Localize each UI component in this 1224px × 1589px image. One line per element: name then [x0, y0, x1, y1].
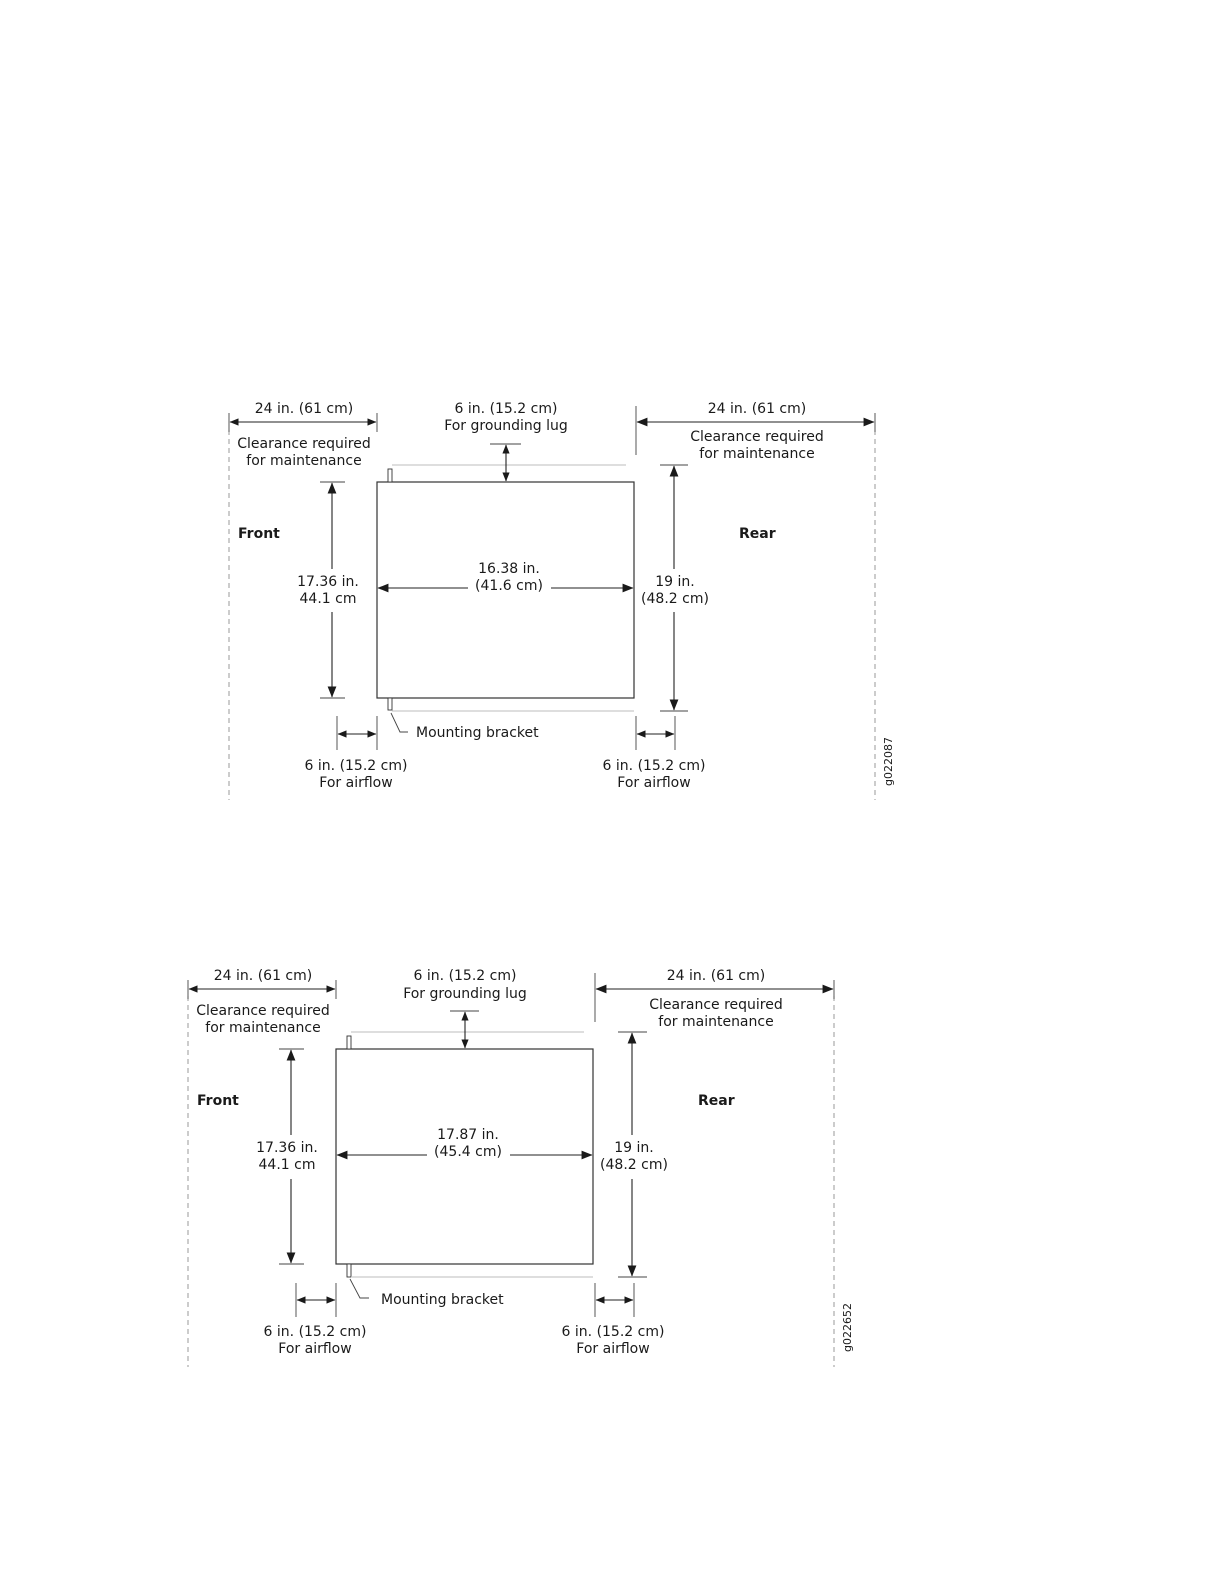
grounding-note: For grounding lug: [444, 418, 568, 434]
figure-id: g022652: [841, 1303, 854, 1352]
front-label: Front: [238, 526, 280, 542]
width-value: 19 in.: [655, 574, 694, 590]
front-clearance-text: Clearance required: [196, 1003, 330, 1019]
mounting-bracket-label: Mounting bracket: [381, 1292, 504, 1308]
depth-value: 17.87 in.: [437, 1127, 499, 1143]
width-value: (48.2 cm): [641, 591, 709, 607]
device-chassis: [335, 1048, 594, 1265]
rear-clearance-text: for maintenance: [658, 1014, 773, 1030]
mounting-bracket-leader: [349, 1278, 369, 1299]
rear-label: Rear: [739, 526, 776, 542]
rear-airflow-note: For airflow: [576, 1341, 649, 1357]
depth-value: (45.4 cm): [434, 1144, 502, 1160]
grounding-dimension: 6 in. (15.2 cm): [414, 968, 517, 984]
mounting-bracket-leader: [390, 712, 408, 733]
front-clearance-text: for maintenance: [205, 1020, 320, 1036]
front-airflow-note: For airflow: [278, 1341, 351, 1357]
height-value: 17.36 in.: [297, 574, 359, 590]
rear-airflow-dimension: 6 in. (15.2 cm): [603, 758, 706, 774]
height-value: 17.36 in.: [256, 1140, 318, 1156]
front-airflow-dimension: 6 in. (15.2 cm): [264, 1324, 367, 1340]
rear-clearance-text: Clearance required: [649, 997, 783, 1013]
front-airflow-dimension: 6 in. (15.2 cm): [305, 758, 408, 774]
device-chassis: [376, 481, 635, 699]
rear-airflow-dimension: 6 in. (15.2 cm): [562, 1324, 665, 1340]
front-clearance-text: Clearance required: [237, 436, 371, 452]
height-value: 44.1 cm: [259, 1157, 316, 1173]
figure-g022087: 24 in. (61 cm) Clearance required for ma…: [228, 401, 895, 800]
mounting-bracket: [346, 1263, 352, 1278]
rear-label: Rear: [698, 1093, 735, 1109]
grounding-note: For grounding lug: [403, 986, 527, 1002]
depth-value: (41.6 cm): [475, 578, 543, 594]
rear-clearance-text: Clearance required: [690, 429, 824, 445]
figure-g022652: 24 in. (61 cm) Clearance required for ma…: [187, 968, 854, 1367]
front-clearance-dimension: 24 in. (61 cm): [214, 968, 312, 984]
grounding-dimension: 6 in. (15.2 cm): [455, 401, 558, 417]
front-clearance-dimension: 24 in. (61 cm): [255, 401, 353, 417]
figure-id: g022087: [882, 737, 895, 786]
rear-clearance-dimension: 24 in. (61 cm): [667, 968, 765, 984]
front-clearance-text: for maintenance: [246, 453, 361, 469]
grounding-lug: [346, 1035, 352, 1050]
width-value: (48.2 cm): [600, 1157, 668, 1173]
height-value: 44.1 cm: [300, 591, 357, 607]
rear-clearance-dimension: 24 in. (61 cm): [708, 401, 806, 417]
front-airflow-note: For airflow: [319, 775, 392, 791]
grounding-lug: [387, 468, 393, 483]
mounting-bracket-label: Mounting bracket: [416, 725, 539, 741]
mounting-bracket: [387, 697, 393, 711]
rear-airflow-note: For airflow: [617, 775, 690, 791]
width-value: 19 in.: [614, 1140, 653, 1156]
rear-clearance-text: for maintenance: [699, 446, 814, 462]
front-label: Front: [197, 1093, 239, 1109]
depth-value: 16.38 in.: [478, 561, 540, 577]
